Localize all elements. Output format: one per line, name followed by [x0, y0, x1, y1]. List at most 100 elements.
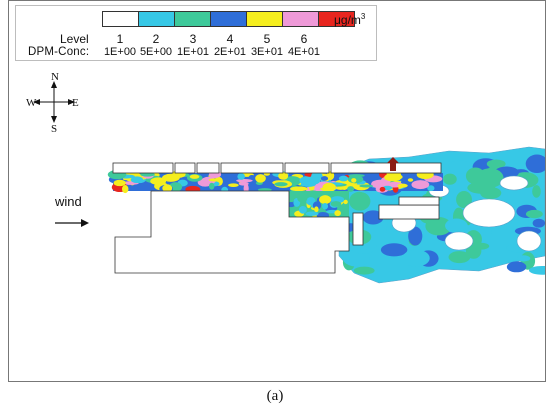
compass-arrow-s: [51, 116, 57, 123]
compass-west: W: [26, 97, 37, 109]
building-top-3: [220, 162, 284, 174]
road-contour: [238, 181, 249, 186]
legend-conc-6: 4E+01: [287, 46, 321, 58]
legend-color-scale: [102, 11, 355, 27]
plume-clean-pocket: [516, 230, 542, 252]
plume-contour: [380, 243, 408, 257]
road-contour: [150, 177, 167, 186]
plume-contour: [445, 218, 468, 233]
plume-contour: [532, 185, 541, 198]
legend-swatch-1: [138, 11, 175, 27]
road-contour: [161, 173, 180, 182]
plume-clean-pocket: [444, 231, 474, 251]
legend-level-title: Level: [60, 32, 89, 46]
plume-contour: [532, 218, 545, 228]
road-contour: [113, 179, 126, 187]
legend-level-6: 6: [300, 32, 308, 46]
road-contour: [397, 183, 408, 188]
building-top-2: [196, 162, 220, 174]
road-contour: [130, 176, 144, 184]
legend-conc-5: 3E+01: [250, 46, 284, 58]
plume-clean-pocket: [462, 198, 516, 228]
compass-arrow-e: [68, 99, 75, 105]
road-contour: [236, 178, 253, 183]
legend-conc-2: 5E+00: [139, 46, 173, 58]
road-contour: [348, 174, 365, 178]
figure-caption: (a): [266, 388, 284, 404]
plume-contour: [362, 210, 384, 225]
building-top-0: [112, 162, 174, 174]
road-contour: [274, 182, 288, 187]
corridor-contour: [343, 199, 348, 205]
building-east-block: [378, 204, 440, 220]
road-contour: [208, 178, 220, 182]
road-contour: [278, 172, 289, 180]
plume-contour: [342, 249, 370, 267]
corridor-contour: [297, 193, 308, 203]
legend-swatch-4: [246, 11, 283, 27]
legend-conc-4: 2E+01: [213, 46, 247, 58]
compass-north: N: [51, 71, 59, 83]
corridor-contour: [314, 206, 319, 213]
road-contour: [255, 174, 266, 183]
road-contour: [351, 178, 357, 183]
plume-contour: [525, 209, 543, 219]
road-contour: [320, 176, 329, 181]
road-contour: [189, 174, 200, 179]
plume-contour: [349, 191, 371, 211]
figure-frame: μg/m3 Level DPM-Conc: 1 2 3 4 5 6 1E+00 …: [8, 0, 546, 382]
building-top-5: [330, 162, 442, 174]
building-south-block: [114, 190, 350, 274]
legend-conc-title: DPM-Conc:: [28, 46, 90, 58]
plume-contour: [525, 154, 545, 174]
compass-arrow-n: [51, 81, 57, 88]
corridor-contour: [334, 210, 341, 217]
legend-swatch-2: [174, 11, 211, 27]
legend-swatch-0: [102, 11, 139, 27]
source-marker: [387, 157, 399, 171]
road-contour: [311, 171, 323, 180]
legend-unit: μg/m3: [334, 12, 366, 27]
road-contour: [359, 184, 373, 188]
legend-level-3: 3: [189, 32, 197, 46]
plume-contour: [448, 251, 471, 264]
plume-contour: [402, 249, 430, 267]
plume-contour: [408, 226, 423, 246]
plume-contour: [486, 159, 506, 169]
legend-level-4: 4: [226, 32, 234, 46]
building-pillar: [352, 212, 364, 246]
road-contour: [290, 186, 308, 192]
road-contour: [208, 182, 215, 190]
road-contour: [257, 188, 272, 192]
plume-contour: [476, 168, 504, 188]
plume-clean-pocket: [499, 175, 529, 191]
legend: μg/m3 Level DPM-Conc: 1 2 3 4 5 6 1E+00 …: [15, 5, 377, 61]
legend-level-2: 2: [152, 32, 160, 46]
road-contour: [121, 185, 129, 194]
road-contour: [407, 178, 414, 182]
plume-contour: [456, 191, 472, 209]
road-contour: [411, 180, 430, 190]
wind-arrow-head: [81, 219, 89, 227]
building-top-4: [284, 162, 330, 174]
legend-level-5: 5: [263, 32, 271, 46]
wind-label: wind: [55, 194, 82, 209]
road-contour: [237, 173, 245, 180]
corridor-contour: [298, 205, 307, 214]
plume-contour: [443, 173, 457, 185]
compass-south: S: [51, 123, 58, 135]
building-east-annex: [398, 196, 440, 206]
corridor-contour: [306, 190, 320, 197]
legend-swatch-3: [210, 11, 247, 27]
road-contour: [248, 175, 256, 180]
plume-contour: [448, 160, 471, 174]
road-contour: [347, 186, 355, 192]
corridor-contour: [330, 201, 342, 207]
corridor-contour: [305, 211, 319, 216]
road-contour: [384, 173, 402, 182]
legend-swatch-6: [318, 11, 355, 27]
corridor-contour: [322, 202, 329, 210]
compass-east: E: [72, 97, 79, 109]
plume-contour: [506, 261, 527, 273]
dispersion-map: [33, 81, 545, 284]
